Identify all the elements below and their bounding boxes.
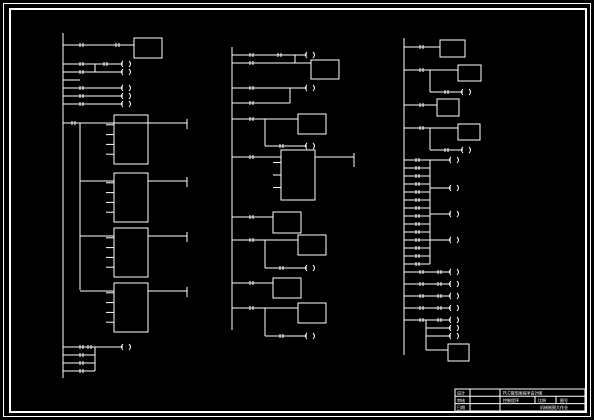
coil-arc <box>312 332 315 340</box>
ladder-network <box>62 33 482 378</box>
title-cell-r2c1: 审核 <box>457 397 465 403</box>
coil-arc <box>456 324 459 332</box>
coil-arc <box>121 60 124 68</box>
coil-arc <box>456 332 459 340</box>
coil-arc <box>128 343 131 351</box>
coil-arc <box>449 292 452 300</box>
output-block <box>447 343 470 362</box>
coil-arc <box>312 264 315 272</box>
coil-arc <box>312 51 315 59</box>
coil-arc <box>449 304 452 312</box>
coil-arc <box>121 92 124 100</box>
title-cell-r1c2: PLC梯形图程序设计图 <box>503 390 542 396</box>
coil-arc <box>449 156 452 164</box>
coil-arc <box>121 68 124 76</box>
coil-arc <box>449 210 452 218</box>
function-block <box>113 172 149 223</box>
coil-arc <box>456 156 459 164</box>
coil-arc <box>305 264 308 272</box>
coil-arc <box>449 236 452 244</box>
output-block <box>436 98 460 117</box>
coil-arc <box>449 268 452 276</box>
coil-arc <box>312 142 315 150</box>
title-cell-r3c1: 日期 <box>457 404 465 410</box>
coil-arc <box>305 84 308 92</box>
coil-arc <box>468 146 471 154</box>
output-block <box>272 277 302 299</box>
coil-arc <box>128 68 131 76</box>
coil-arc <box>449 184 452 192</box>
coil-arc <box>461 88 464 96</box>
coil-arc <box>456 268 459 276</box>
title-cell-r2c3: 比例 <box>538 397 546 403</box>
output-block <box>310 59 340 80</box>
coil-arc <box>468 88 471 96</box>
coil-arc <box>449 280 452 288</box>
output-block <box>439 39 466 58</box>
coil-arc <box>128 92 131 100</box>
coil-arc <box>121 84 124 92</box>
coil-arc <box>456 280 459 288</box>
title-cell-r2c2: 控制程序 <box>503 397 519 403</box>
output-block <box>457 123 481 141</box>
function-block <box>280 149 316 201</box>
output-block <box>272 211 302 234</box>
coil-arc <box>456 210 459 218</box>
coil-arc <box>121 343 124 351</box>
coil-arc <box>312 84 315 92</box>
coil-arc <box>305 332 308 340</box>
outer-border <box>3 3 591 417</box>
function-block <box>113 227 149 278</box>
coil-arc <box>305 51 308 59</box>
function-block <box>113 114 149 165</box>
coil-arc <box>128 84 131 92</box>
coil-arc <box>456 304 459 312</box>
coil-arc <box>128 60 131 68</box>
coil-arc <box>456 316 459 324</box>
coil-arc <box>449 332 452 340</box>
output-block <box>297 113 327 135</box>
coil-arc <box>456 292 459 300</box>
inner-border <box>9 8 587 413</box>
title-block <box>454 388 586 412</box>
title-cell-r2c4: 图号 <box>560 397 568 403</box>
coil-arc <box>449 316 452 324</box>
coil-arc <box>456 184 459 192</box>
output-block <box>457 64 482 82</box>
title-cell-r3c3: 机械制图大作业 <box>540 404 568 410</box>
output-block <box>297 234 327 256</box>
output-block <box>297 302 327 324</box>
title-cell-r1c1: 设计 <box>457 390 465 396</box>
coil-arc <box>305 142 308 150</box>
coil-arc <box>449 324 452 332</box>
coil-arc <box>456 236 459 244</box>
output-block <box>133 37 163 59</box>
function-block <box>113 282 149 333</box>
coil-arc <box>461 146 464 154</box>
coil-arc <box>128 100 131 108</box>
coil-arc <box>121 100 124 108</box>
